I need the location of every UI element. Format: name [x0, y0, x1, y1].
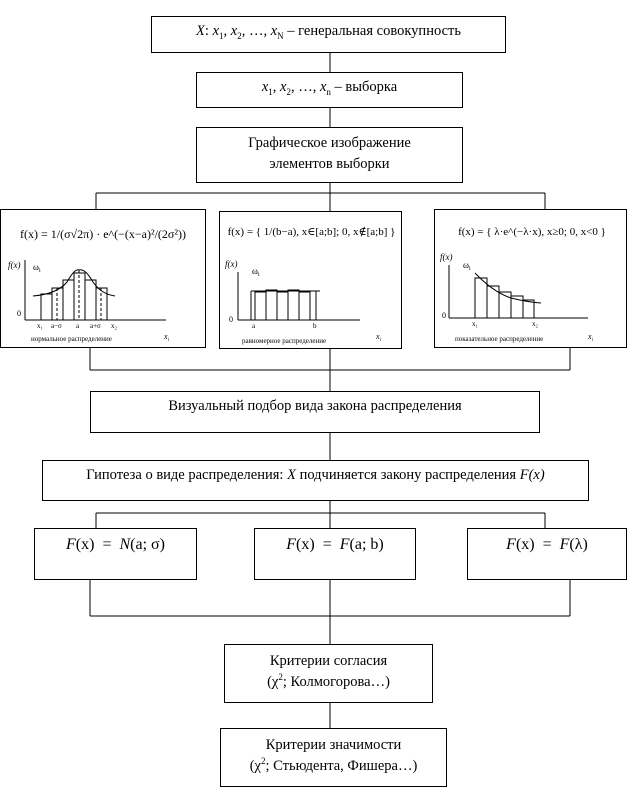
tick-x2: x₂ [111, 322, 118, 330]
sample-box: x1, x2, …, xn – выборка [196, 72, 463, 108]
omega-label: ωi [33, 262, 41, 274]
uniform-density-formula: f(x) = { 1/(b−a), x∈[a;b]; 0, x∉[a;b] } [227, 226, 396, 238]
tick-a-minus-sigma: a−σ [51, 322, 62, 330]
normal-caption: нормальное распределение [31, 335, 112, 343]
population-box: X: x1, x2, …, xN – генеральная совокупно… [151, 16, 506, 53]
tick-b: b [313, 322, 317, 330]
sample-text: – выборка [334, 79, 398, 95]
x-axis-label: xi [375, 332, 382, 343]
tick-x1: x₁ [472, 320, 478, 328]
zero-label: 0 [17, 309, 21, 318]
graphical-representation-box: Графическое изображение элементов выборк… [196, 127, 463, 183]
visual-selection-box: Визуальный подбор вида закона распределе… [90, 391, 540, 433]
population-text: – генеральная совокупность [287, 23, 461, 39]
x-axis-label: xi [587, 332, 594, 343]
exponential-histogram: f(x) ωi 0 x₁ x₂ xi показательное распред… [440, 252, 594, 343]
tick-x2: x₂ [532, 320, 539, 328]
normal-density-formula: f(x) = 1/(σ√2π) · e^(−(x−a)²/(2σ²)) [20, 227, 186, 241]
population-var: X [196, 23, 205, 39]
uniform-caption: равномерное распределение [242, 337, 326, 345]
tick-x1: x₁ [37, 322, 43, 330]
agreement-criteria-box: Критерии согласия (χ2; Колмогорова…) [224, 644, 433, 703]
hypothesis-box: Гипотеза о виде распределения: X подчиня… [42, 460, 589, 501]
exponential-distribution-panel: f(x) = { λ·e^(−λ·x), x≥0; 0, x<0 } f(x) … [434, 209, 627, 348]
exponential-density-formula: f(x) = { λ·e^(−λ·x), x≥0; 0, x<0 } [458, 226, 606, 238]
fx-label: f(x) [440, 252, 453, 262]
significance-criteria-box: Критерии значимости (χ2; Стьюдента, Фише… [220, 728, 447, 787]
normal-histogram: f(x) ωi 0 x₁ a−σ a a+σ x₂ xi нормальное … [8, 260, 170, 343]
normal-distribution-panel: f(x) = 1/(σ√2π) · e^(−(x−a)²/(2σ²)) f(x)… [0, 209, 206, 348]
uniform-histogram: f(x) ωi 0 a b xi равномерное распределен… [225, 259, 382, 345]
tick-a: a [252, 322, 256, 330]
normal-law-box: F(x) = N(a; σ) [34, 528, 197, 580]
exponential-law-box: F(x) = F(λ) [467, 528, 627, 580]
fx-label: f(x) [225, 259, 238, 269]
tick-a: a [76, 322, 80, 330]
exponential-caption: показательное распределение [455, 335, 543, 343]
uniform-law-box: F(x) = F(a; b) [254, 528, 416, 580]
zero-label: 0 [229, 315, 233, 324]
omega-label: ωi [252, 266, 260, 278]
tick-a-plus-sigma: a+σ [90, 322, 101, 330]
fx-label: f(x) [8, 260, 21, 270]
uniform-distribution-panel: f(x) = { 1/(b−a), x∈[a;b]; 0, x∉[a;b] } … [219, 211, 402, 349]
zero-label: 0 [442, 311, 446, 320]
omega-label: ωi [463, 260, 471, 272]
x-axis-label: xi [163, 332, 170, 343]
